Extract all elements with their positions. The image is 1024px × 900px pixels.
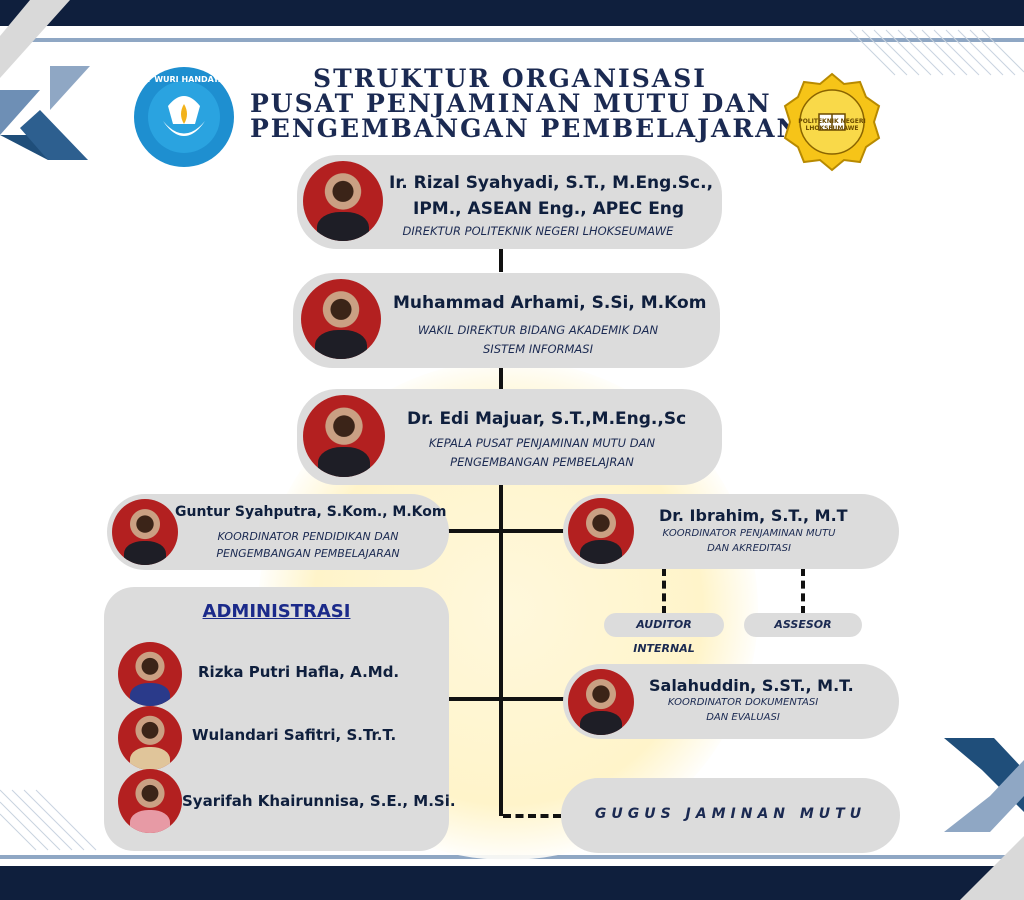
- administration-panel: ADMINISTRASI Rizka Putri Hafla, A.Md. Wu…: [104, 587, 456, 851]
- connector-coordinators: [448, 529, 566, 533]
- coord-education-photo: [112, 499, 178, 565]
- coord-docs-role-1: KOORDINATOR DOKUMENTASI: [667, 697, 819, 708]
- top-bar: [0, 0, 1024, 26]
- assessor-badge: ASSESOR: [744, 613, 862, 637]
- director-role: DIREKTUR POLITEKNIK NEGERI LHOKSEUMAWE: [402, 224, 674, 238]
- vice-director-role-2: SISTEM INFORMASI: [483, 342, 593, 356]
- coord-docs-card: Salahuddin, S.ST., M.T. KOORDINATOR DOKU…: [563, 664, 899, 739]
- vice-director-name: Muhammad Arhami, S.Si, M.Kom: [393, 293, 707, 313]
- head-name: Dr. Edi Majuar, S.T.,M.Eng.,Sc: [407, 409, 687, 429]
- admin-member-1: Rizka Putri Hafla, A.Md.: [198, 663, 400, 681]
- connector-director-vice: [499, 248, 503, 272]
- title-line-1: STRUKTUR ORGANISASI: [313, 64, 707, 93]
- connector-vice-head: [499, 368, 503, 390]
- coord-quality-role-2: DAN AKREDITASI: [707, 543, 791, 554]
- admin-member-2: Wulandari Safitri, S.Tr.T.: [192, 726, 397, 744]
- coord-docs-name: Salahuddin, S.ST., M.T.: [649, 676, 854, 695]
- coord-education-role-1: KOORDINATOR PENDIDIKAN DAN: [217, 530, 399, 543]
- admin-member-3: Syarifah Khairunnisa, S.E., M.Si.: [182, 792, 456, 810]
- director-photo: [303, 161, 383, 241]
- vice-director-role-1: WAKIL DIREKTUR BIDANG AKADEMIK DAN: [417, 323, 659, 337]
- coord-quality-name: Dr. Ibrahim, S.T., M.T: [659, 506, 848, 525]
- title-line-3: PENGEMBANGAN PEMBELAJARAN: [250, 114, 802, 143]
- admin-photo-3: [118, 769, 182, 833]
- connector-admin-docs: [448, 697, 566, 701]
- coord-docs-photo: [568, 669, 634, 735]
- tut-wuri-handayani-logo: TUT WURI HANDAYANI: [134, 67, 234, 167]
- connector-assessor: [801, 568, 805, 614]
- gugus-label: GUGUS JAMINAN MUTU: [594, 806, 867, 822]
- right-logo-text: POLITEKNIK NEGERI LHOKSEUMAWE: [798, 118, 866, 132]
- vice-director-photo: [301, 279, 381, 359]
- politeknik-logo: [783, 72, 881, 172]
- coord-quality-card: Dr. Ibrahim, S.T., M.T KOORDINATOR PENJA…: [563, 494, 899, 569]
- auditor-internal-badge: AUDITOR INTERNAL: [604, 613, 724, 655]
- coord-docs-role-2: DAN EVALUASI: [706, 712, 780, 723]
- coord-education-role-2: PENGEMBANGAN PEMBELAJARAN: [216, 547, 400, 560]
- coord-quality-role-1: KOORDINATOR PENJAMINAN MUTU: [662, 528, 836, 539]
- connector-main-trunk: [499, 484, 503, 816]
- head-role-2: PENGEMBANGAN PEMBELAJRAN: [450, 455, 634, 469]
- top-accent-line: [0, 38, 1024, 42]
- gugus-card: GUGUS JAMINAN MUTU: [561, 778, 900, 853]
- page-title: STRUKTUR ORGANISASI PUSAT PENJAMINAN MUT…: [250, 64, 802, 143]
- bottom-bar: [0, 866, 1024, 900]
- director-name-2: IPM., ASEAN Eng., APEC Eng: [413, 199, 685, 219]
- head-photo: [303, 395, 385, 477]
- head-role-1: KEPALA PUSAT PENJAMINAN MUTU DAN: [428, 436, 656, 450]
- coord-quality-photo: [568, 498, 634, 564]
- title-line-2: PUSAT PENJAMINAN MUTU DAN: [250, 89, 772, 118]
- admin-photo-1: [118, 642, 182, 706]
- administration-heading: ADMINISTRASI: [202, 601, 351, 622]
- connector-gugus: [503, 814, 561, 818]
- head-card: Dr. Edi Majuar, S.T.,M.Eng.,Sc KEPALA PU…: [297, 389, 722, 485]
- director-card: Ir. Rizal Syahyadi, S.T., M.Eng.Sc., IPM…: [297, 155, 722, 249]
- director-name-1: Ir. Rizal Syahyadi, S.T., M.Eng.Sc.,: [389, 173, 714, 193]
- coord-education-name: Guntur Syahputra, S.Kom., M.Kom: [175, 504, 447, 520]
- coord-education-card: Guntur Syahputra, S.Kom., M.Kom KOORDINA…: [107, 494, 449, 570]
- left-logo-text: TUT WURI HANDAYANI: [134, 75, 234, 84]
- vice-director-card: Muhammad Arhami, S.Si, M.Kom WAKIL DIREK…: [293, 273, 720, 368]
- connector-auditor: [662, 568, 666, 614]
- admin-photo-2: [118, 706, 182, 770]
